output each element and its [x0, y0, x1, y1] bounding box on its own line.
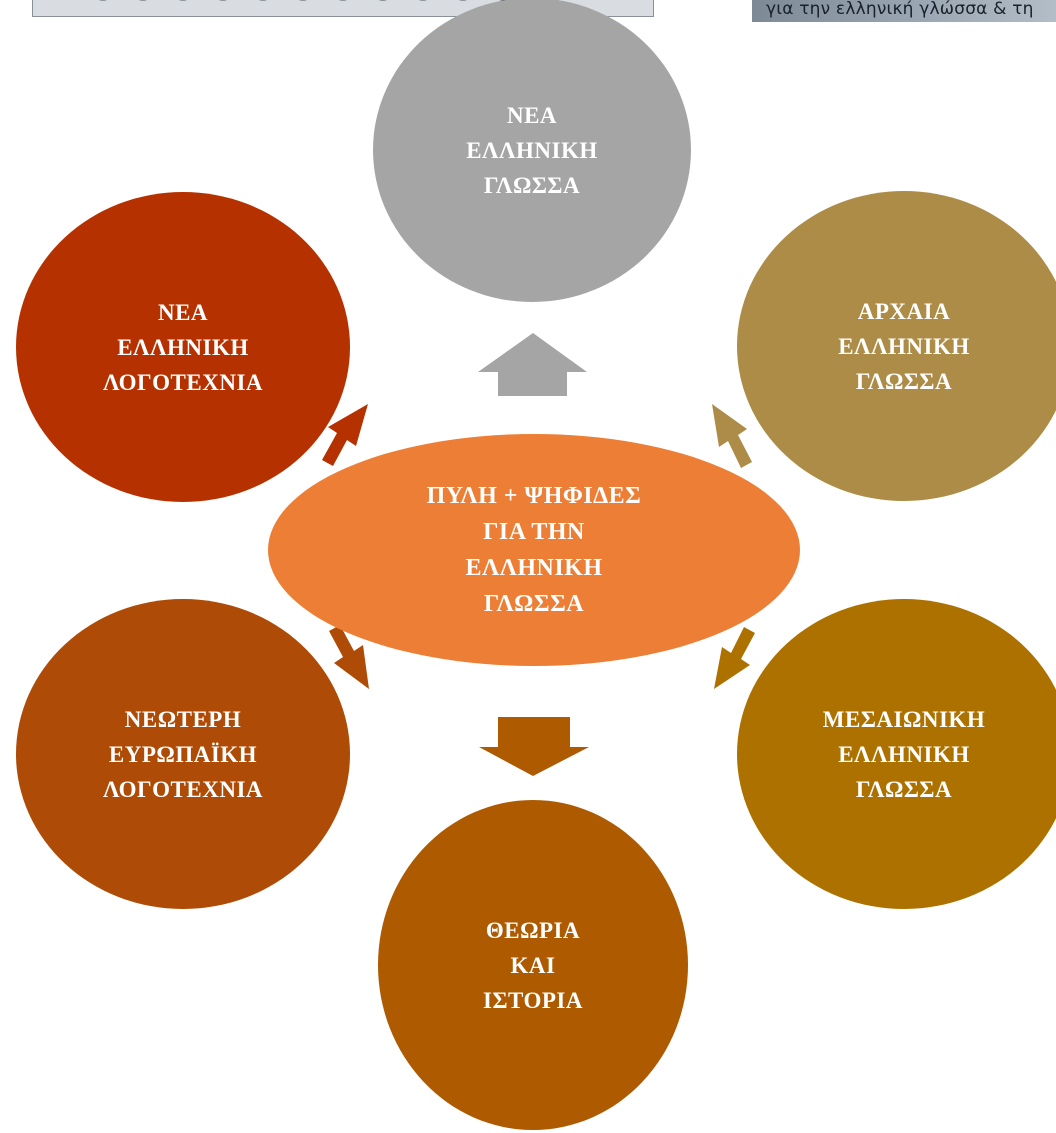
node-label: ΘΕΩΡΙΑ ΚΑΙ ΙΣΤΟΡΙΑ	[483, 913, 583, 1018]
node-label: ΝΕΑ ΕΛΛΗΝΙΚΗ ΓΛΩΣΣΑ	[466, 98, 598, 203]
node-label-line: ΝΕΩΤΕΡΗ	[124, 706, 242, 732]
node-label: ΜΕΣΑΙΩΝΙΚΗ ΕΛΛΗΝΙΚΗ ΓΛΩΣΣΑ	[823, 702, 985, 807]
node-label-line: ΕΛΛΗΝΙΚΗ	[117, 334, 249, 360]
center-label-line-1: ΠΥΛΗ + ΨΗΦΙΔΕΣ	[426, 483, 642, 509]
node-label-line: ΝΕΑ	[157, 299, 209, 325]
center-label-line-4: ΓΛΩΣΣΑ	[483, 591, 585, 617]
node-label-line: ΕΥΡΩΠΑΪΚΗ	[108, 741, 258, 767]
node-label-line: ΕΛΛΗΝΙΚΗ	[838, 333, 970, 359]
banner-caption: για την ελληνική γλώσσα & τη	[766, 0, 1034, 19]
arrow-to-lower-left-node	[329, 625, 369, 689]
banner-band	[752, 0, 1056, 22]
node-label: ΑΡΧΑΙΑ ΕΛΛΗΝΙΚΗ ΓΛΩΣΣΑ	[838, 294, 970, 399]
header-banner-right: για την ελληνική γλώσσα & τη	[752, 0, 1056, 22]
node-label-line: ΚΑΙ	[510, 952, 556, 978]
node-label-line: ΛΟΓΟΤΕΧΝΙΑ	[102, 369, 264, 395]
node-theory-and-history: ΘΕΩΡΙΑ ΚΑΙ ΙΣΤΟΡΙΑ	[378, 800, 688, 1130]
node-ancient-greek-language: ΑΡΧΑΙΑ ΕΛΛΗΝΙΚΗ ΓΛΩΣΣΑ	[737, 191, 1056, 501]
node-new-greek-language: ΝΕΑ ΕΛΛΗΝΙΚΗ ΓΛΩΣΣΑ	[373, 0, 691, 302]
center-node: ΠΥΛΗ + ΨΗΦΙΔΕΣ ΓΙΑ ΤΗΝ ΕΛΛΗΝΙΚΗ ΓΛΩΣΣΑ	[268, 434, 800, 666]
arrow-to-lower-right-node	[714, 627, 755, 689]
arrow-to-top-node	[478, 333, 587, 396]
arrow-to-upper-right-node	[712, 404, 752, 468]
node-medieval-greek-language: ΜΕΣΑΙΩΝΙΚΗ ΕΛΛΗΝΙΚΗ ΓΛΩΣΣΑ	[737, 599, 1056, 909]
arrow-to-bottom-node	[479, 717, 589, 776]
center-node-label: ΠΥΛΗ + ΨΗΦΙΔΕΣ ΓΙΑ ΤΗΝ ΕΛΛΗΝΙΚΗ ΓΛΩΣΣΑ	[427, 478, 642, 622]
node-label-line: ΑΡΧΑΙΑ	[857, 298, 951, 324]
node-label-line: ΘΕΩΡΙΑ	[485, 917, 581, 943]
node-label-line: ΛΟΓΟΤΕΧΝΙΑ	[102, 776, 264, 802]
center-label-line-3: ΕΛΛΗΝΙΚΗ	[465, 555, 603, 581]
center-label-line-2: ΓΙΑ ΤΗΝ	[483, 519, 585, 545]
node-label: ΝΕΩΤΕΡΗ ΕΥΡΩΠΑΪΚΗ ΛΟΓΟΤΕΧΝΙΑ	[103, 702, 263, 807]
node-modern-european-literature: ΝΕΩΤΕΡΗ ΕΥΡΩΠΑΪΚΗ ΛΟΓΟΤΕΧΝΙΑ	[16, 599, 350, 909]
arrow-to-upper-left-node	[322, 404, 368, 466]
node-label-line: ΕΛΛΗΝΙΚΗ	[466, 137, 598, 163]
node-label-line: ΜΕΣΑΙΩΝΙΚΗ	[822, 706, 986, 732]
node-label-line: ΝΕΑ	[506, 102, 558, 128]
node-label-line: ΓΛΩΣΣΑ	[855, 776, 953, 802]
node-label-line: ΙΣΤΟΡΙΑ	[483, 987, 583, 1013]
node-label: ΝΕΑ ΕΛΛΗΝΙΚΗ ΛΟΓΟΤΕΧΝΙΑ	[103, 295, 263, 400]
node-new-greek-literature: ΝΕΑ ΕΛΛΗΝΙΚΗ ΛΟΓΟΤΕΧΝΙΑ	[16, 192, 350, 502]
node-label-line: ΓΛΩΣΣΑ	[483, 172, 581, 198]
node-label-line: ΕΛΛΗΝΙΚΗ	[838, 741, 970, 767]
node-label-line: ΓΛΩΣΣΑ	[855, 368, 953, 394]
